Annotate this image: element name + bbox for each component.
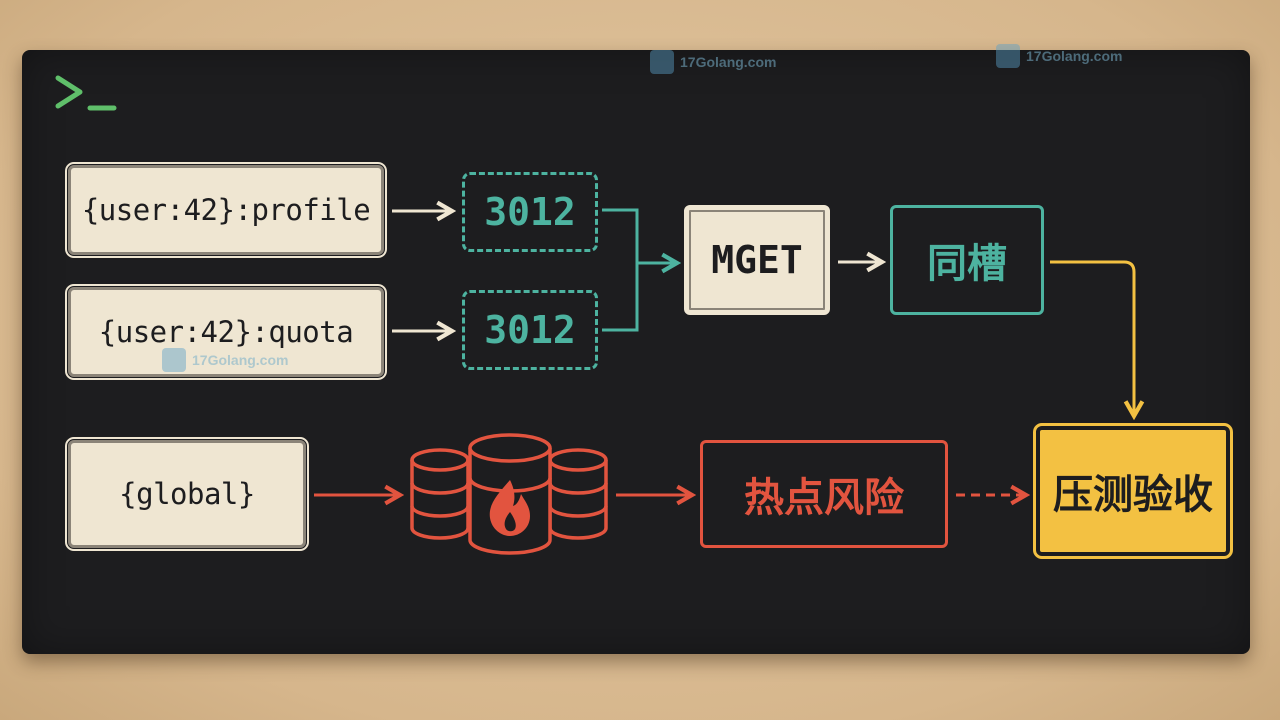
mget-command-label: MGET	[711, 238, 803, 282]
hotspot-risk-box: 热点风险	[700, 440, 948, 548]
load-test-acceptance-box: 压测验收	[1033, 423, 1233, 559]
watermark: 17Golang.com	[996, 44, 1122, 68]
watermark-logo-icon	[162, 348, 186, 372]
database-cluster-icon	[410, 433, 608, 555]
terminal-prompt-icon	[55, 75, 117, 111]
watermark-text: 17Golang.com	[1026, 48, 1123, 64]
slot-profile-number: 3012	[484, 190, 576, 234]
same-slot-box: 同槽	[890, 205, 1044, 315]
slot-quota: 3012	[462, 290, 598, 370]
watermark-text: 17Golang.com	[680, 54, 777, 70]
slot-quota-number: 3012	[484, 308, 576, 352]
watermark-logo-icon	[996, 44, 1020, 68]
mget-command: MGET	[684, 205, 830, 315]
watermark-logo-icon	[650, 50, 674, 74]
slot-profile: 3012	[462, 172, 598, 252]
key-user-quota-label: {user:42}:quota	[98, 315, 354, 349]
key-global: {global}	[65, 437, 309, 551]
watermark-text: 17Golang.com	[192, 352, 289, 368]
key-user-profile-label: {user:42}:profile	[81, 193, 371, 227]
key-user-quota: {user:42}:quota	[65, 284, 387, 380]
load-test-acceptance-label: 压测验收	[1053, 472, 1213, 518]
connector-slots-to-mget	[602, 208, 677, 332]
watermark: 17Golang.com	[162, 348, 288, 372]
fire-icon	[489, 480, 530, 536]
watermark: 17Golang.com	[650, 50, 776, 74]
arrow-same-slot-to-acceptance	[1050, 260, 1134, 416]
hotspot-risk-label: 热点风险	[744, 475, 904, 521]
key-global-label: {global}	[119, 477, 255, 511]
same-slot-label: 同槽	[927, 241, 1007, 287]
key-user-profile: {user:42}:profile	[65, 162, 387, 258]
